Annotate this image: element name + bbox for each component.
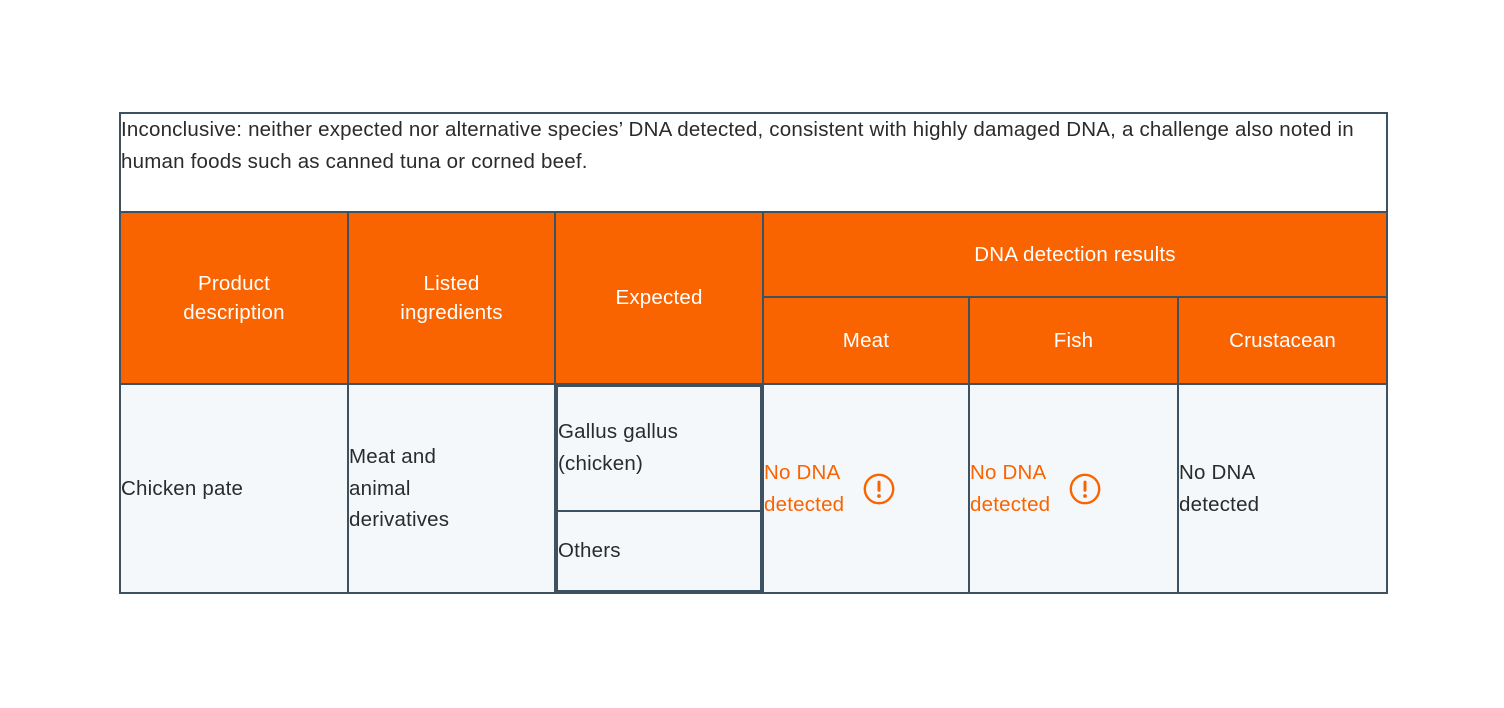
column-header-dna-detection-results: DNA detection results	[761, 211, 1389, 298]
cell-expected-primary: Gallus gallus(chicken)	[556, 385, 762, 512]
expected-split-row-primary: Gallus gallus(chicken)	[556, 385, 762, 512]
column-header-fish: Fish	[968, 295, 1179, 386]
inconclusive-note-cell: Inconclusive: neither expected nor alter…	[118, 112, 1389, 213]
column-header-crustacean: Crustacean	[1176, 295, 1389, 386]
table-header-row-secondary: Meat Fish Crustacean	[120, 295, 1389, 386]
inconclusive-note-text: Inconclusive: neither expected nor alter…	[121, 118, 1354, 173]
warning-exclamation-circle-icon	[863, 473, 895, 504]
dna-results-table: Inconclusive: neither expected nor alter…	[118, 112, 1389, 594]
expected-split-row-secondary: Others	[556, 509, 762, 593]
table-note-row: Inconclusive: neither expected nor alter…	[118, 112, 1389, 213]
cell-product-description: Chicken pate	[119, 383, 349, 594]
cell-expected-secondary: Others	[556, 509, 762, 593]
column-header-meat: Meat	[762, 295, 970, 386]
expected-split-table: Gallus gallus(chicken) Others	[556, 385, 762, 593]
column-header-expected: Expected	[554, 211, 764, 385]
warning-exclamation-circle-icon	[1069, 473, 1101, 504]
cell-expected: Gallus gallus(chicken) Others	[554, 383, 764, 594]
